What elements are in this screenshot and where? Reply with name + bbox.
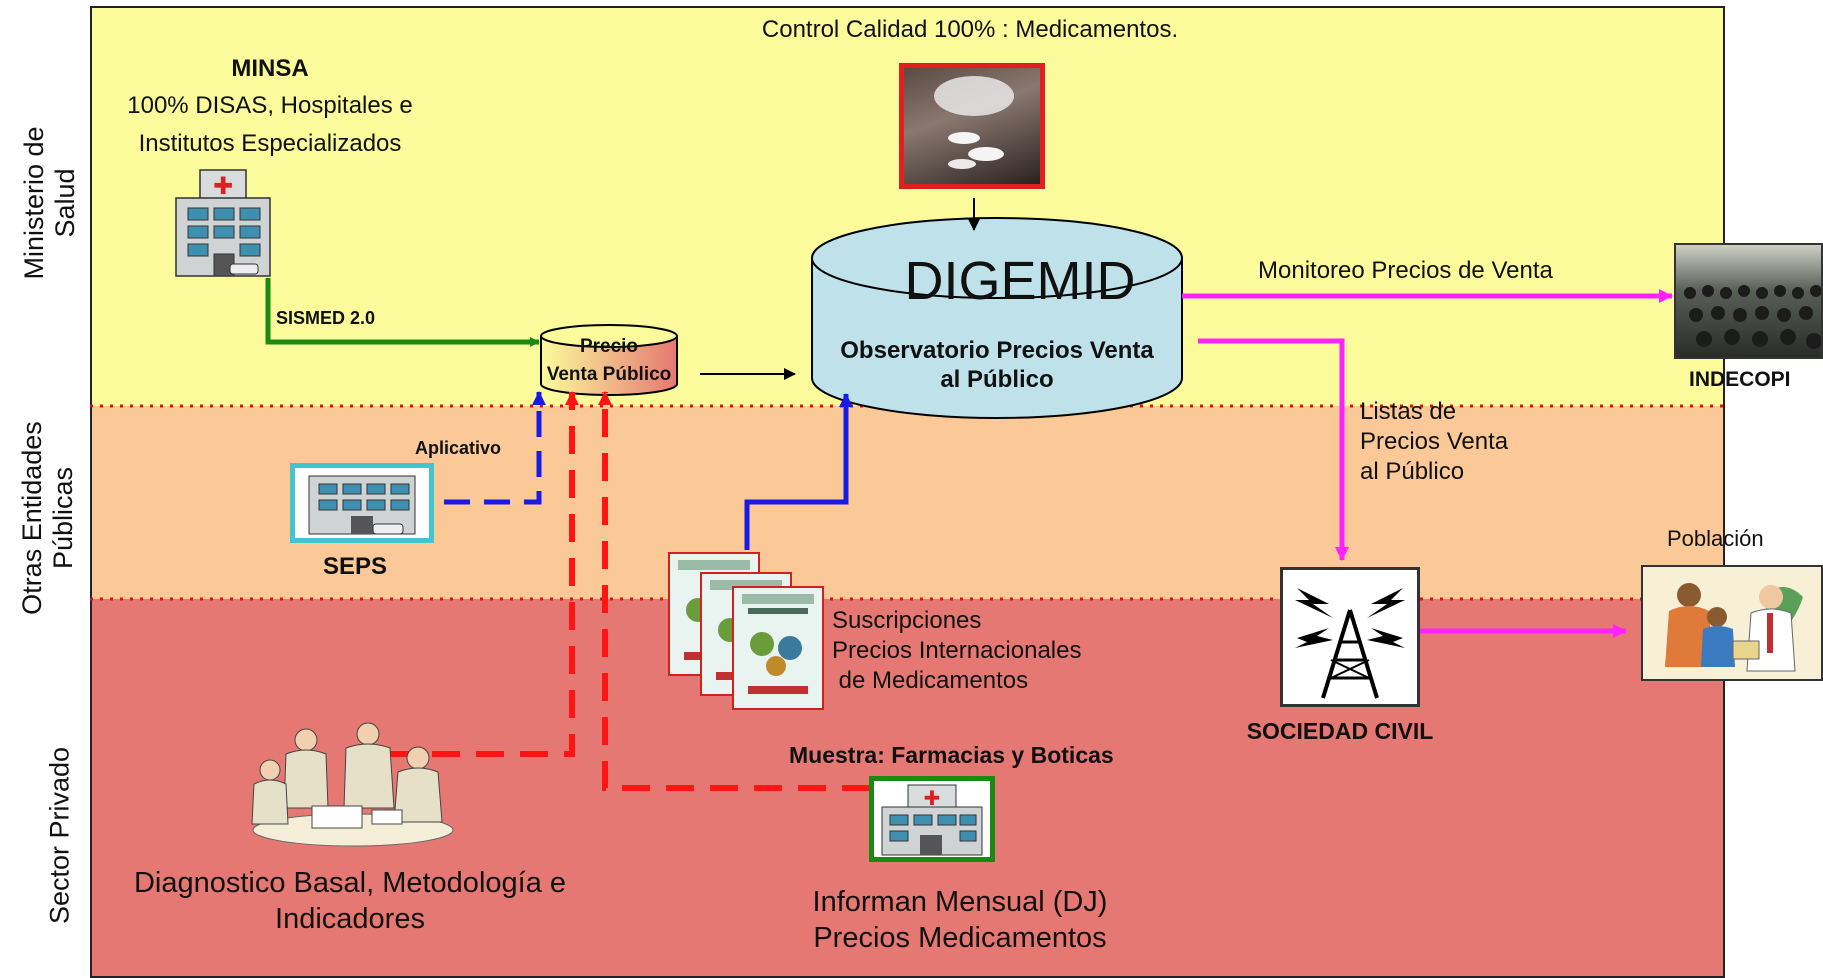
control-calidad-label: Control Calidad 100% : Medicamentos. bbox=[761, 16, 1179, 43]
informan-line1: Informan Mensual (DJ) bbox=[812, 886, 1108, 918]
suscripciones-arrow bbox=[744, 393, 853, 550]
seps-building-icon bbox=[290, 463, 434, 543]
svg-text:✚: ✚ bbox=[924, 786, 941, 810]
diagnostico-team-icon bbox=[248, 718, 458, 850]
monitoreo-label: Monitoreo Precios de Venta bbox=[1258, 257, 1553, 284]
pills-photo bbox=[899, 63, 1045, 189]
indecopi-audience-photo bbox=[1674, 243, 1823, 359]
listas-line3: al Público bbox=[1360, 458, 1465, 485]
publication-cover-3 bbox=[732, 586, 824, 710]
svg-text:✚: ✚ bbox=[213, 172, 233, 200]
radio-tower-icon bbox=[1280, 567, 1420, 707]
minsa-title: MINSA bbox=[231, 55, 309, 82]
diagnostico-line2: Indicadores bbox=[275, 903, 425, 935]
suscripciones-line2: Precios Internacionales bbox=[832, 637, 1082, 664]
aplicativo-arrow bbox=[444, 391, 546, 505]
seps-label: SEPS bbox=[322, 553, 388, 580]
listas-line1: Listas de bbox=[1360, 398, 1457, 425]
diagnostico-arrow bbox=[388, 391, 579, 757]
muestra-label: Muestra: Farmacias y Boticas bbox=[789, 742, 1114, 768]
farmacias-arrow bbox=[598, 391, 870, 791]
minsa-desc-line1: 100% DISAS, Hospitales e bbox=[127, 92, 413, 119]
aplicativo-label: Aplicativo bbox=[415, 438, 502, 458]
suscripciones-line3: de Medicamentos bbox=[832, 667, 1029, 694]
digemid-title: DIGEMID bbox=[904, 251, 1136, 311]
minsa-hospital-icon: ✚ bbox=[168, 168, 278, 280]
sismed-arrow bbox=[265, 278, 540, 347]
diagnostico-line1: Diagnostico Basal, Metodología e bbox=[133, 867, 567, 899]
farmacias-building-icon: ✚ bbox=[869, 776, 995, 862]
poblacion-label: Población bbox=[1667, 526, 1764, 551]
precio-db-line2: Venta Público bbox=[546, 364, 672, 385]
sociedad-civil-label: SOCIEDAD CIVIL bbox=[1246, 718, 1434, 744]
digemid-sub-line2: al Público bbox=[940, 366, 1054, 393]
informan-line2: Precios Medicamentos bbox=[813, 922, 1107, 954]
digemid-database bbox=[811, 217, 1183, 419]
sismed-label: SISMED 2.0 bbox=[276, 308, 376, 328]
suscripciones-line1: Suscripciones bbox=[832, 607, 982, 634]
digemid-sub-line1: Observatorio Precios Venta bbox=[840, 337, 1154, 364]
precio-db-line1: Precio bbox=[579, 336, 639, 357]
poblacion-family-icon bbox=[1641, 565, 1823, 681]
indecopi-label: INDECOPI bbox=[1689, 368, 1791, 391]
minsa-desc-line2: Institutos Especializados bbox=[138, 130, 402, 157]
listas-arrow bbox=[1198, 338, 1349, 561]
listas-line2: Precios Venta bbox=[1360, 428, 1509, 455]
